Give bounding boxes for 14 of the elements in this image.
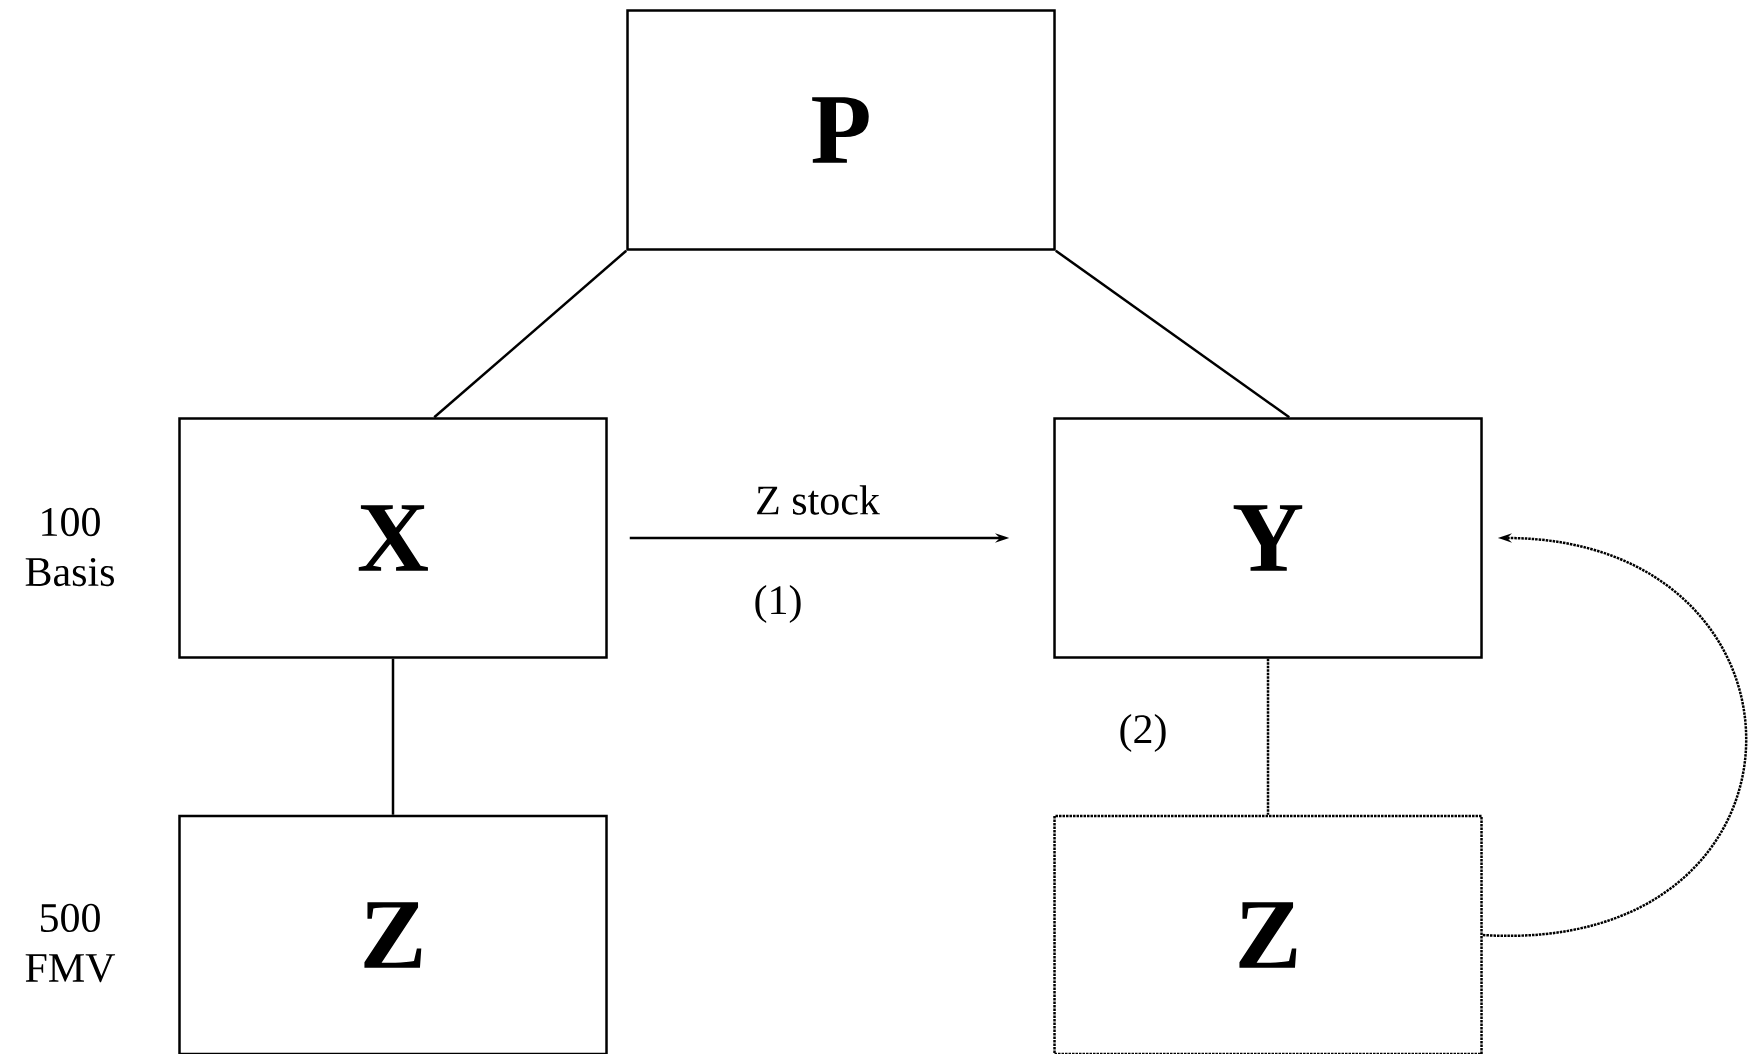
step-number: (2) (1120, 713, 1166, 753)
entity-box: Z (1053, 814, 1483, 1054)
connector (1055, 249, 1290, 419)
connector (433, 249, 628, 419)
entity-box: Y (1053, 417, 1483, 659)
connector (391, 658, 395, 815)
side-note: 500 FMV (25, 903, 116, 983)
entity-box: P (626, 9, 1056, 251)
step-number: (1) (755, 584, 801, 624)
entity-box: X (178, 417, 608, 659)
side-note: 100 Basis (25, 507, 114, 587)
edge-label: Z stock (754, 484, 881, 516)
entity-box: Z (178, 814, 608, 1054)
connector (1266, 658, 1270, 815)
